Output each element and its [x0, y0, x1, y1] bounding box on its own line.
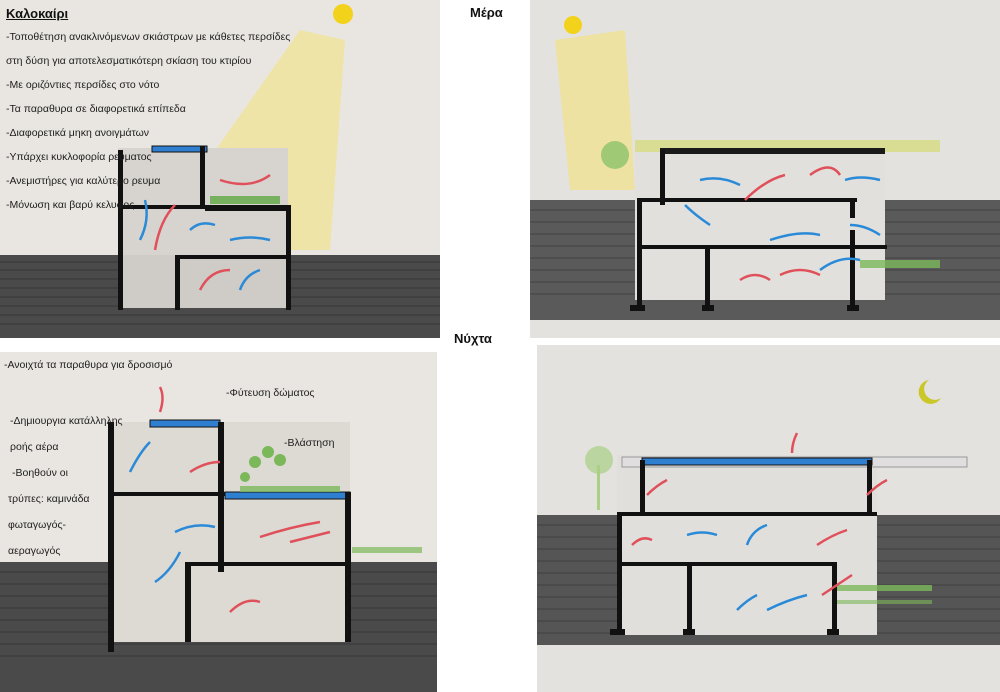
summer-note-4: -Τα παραθυρα σε διαφορετικά επίπεδα [6, 103, 186, 115]
day-panel [530, 0, 1000, 338]
summer-panel: Καλοκαίρι -Τοποθέτηση ανακλινόμενων σκιά… [0, 0, 440, 338]
tree-icon [585, 446, 613, 474]
tree-icon [601, 141, 629, 169]
sun-icon [333, 4, 353, 24]
night-note-1: -Ανοιχτά τα παραθυρα για δροσισμό [4, 359, 173, 371]
summer-note-1: -Τοποθέτηση ανακλινόμενων σκιάστρων με κ… [6, 31, 291, 43]
night-note-2: -Φύτευση δώματος [226, 387, 315, 399]
night-note-9: αεραγωγός [8, 545, 61, 557]
night-note-3: -Δημιουργια κατάλληλης [10, 415, 123, 427]
night-note-7: τρύπες: καμινάδα [8, 493, 90, 505]
roof-slab-upper [149, 419, 221, 428]
sun-icon [564, 16, 582, 34]
summer-note-2: στη δύση για αποτελεσματικότερη σκίαση τ… [6, 55, 252, 67]
roof-slab-lower [224, 491, 351, 500]
moon-icon [918, 380, 941, 404]
night-ventilation-drawing [0, 386, 437, 692]
summer-note-7: -Ανεμιστήρες για καλύτερο ρευμα [6, 175, 161, 187]
night-ventilation-panel: -Ανοιχτά τα παραθυρα για δροσισμό -Φύτευ… [0, 352, 437, 692]
roof-slab-lower [205, 205, 290, 211]
day-title: Μέρα [470, 5, 503, 20]
night-note-5: -Βλάστηση [284, 437, 335, 449]
night-note-8: φωταγωγός- [8, 519, 67, 531]
roof-slab-upper [151, 145, 208, 153]
summer-note-8: -Μόνωση και βαρύ κελυφος [6, 199, 135, 211]
roof-slab [660, 148, 885, 154]
night-section-drawing [537, 380, 1000, 645]
summer-note-5: -Διαφορετικά μηκη ανοιγμάτων [6, 127, 150, 139]
vegetation [240, 446, 422, 553]
summer-note-6: -Υπάρχει κυκλοφορία ρεύματος [6, 151, 152, 163]
night-note-4: ροής αέρα [10, 441, 59, 453]
summer-title: Καλοκαίρι [6, 6, 69, 21]
night-title: Νύχτα [454, 331, 492, 346]
day-section-drawing [530, 16, 1000, 320]
roof-slab [641, 457, 873, 466]
summer-note-3: -Με οριζόντιες περσίδες στο νότο [6, 79, 160, 91]
summer-section-drawing [0, 4, 440, 338]
night-note-6: -Βοηθούν οι [12, 467, 68, 479]
night-panel [537, 345, 1000, 692]
